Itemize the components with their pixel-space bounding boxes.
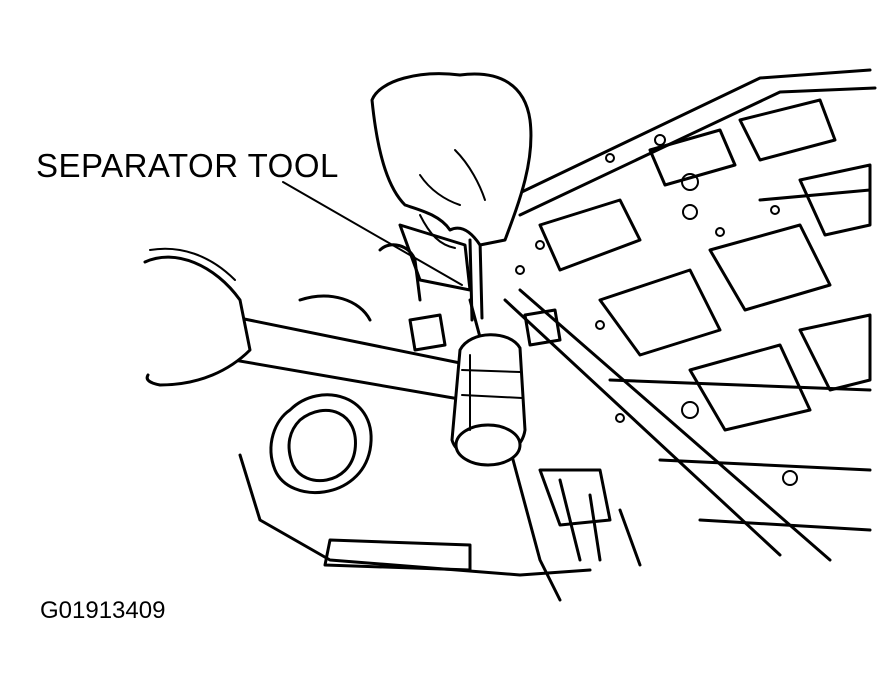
hand-upper-icon — [370, 72, 533, 249]
separator-tool-label: SEPARATOR TOOL — [36, 147, 339, 184]
figure-id: G01913409 — [40, 597, 166, 624]
hand-lower-icon — [143, 247, 252, 387]
separator-tool-icon — [282, 181, 484, 322]
engine-block — [238, 68, 877, 602]
